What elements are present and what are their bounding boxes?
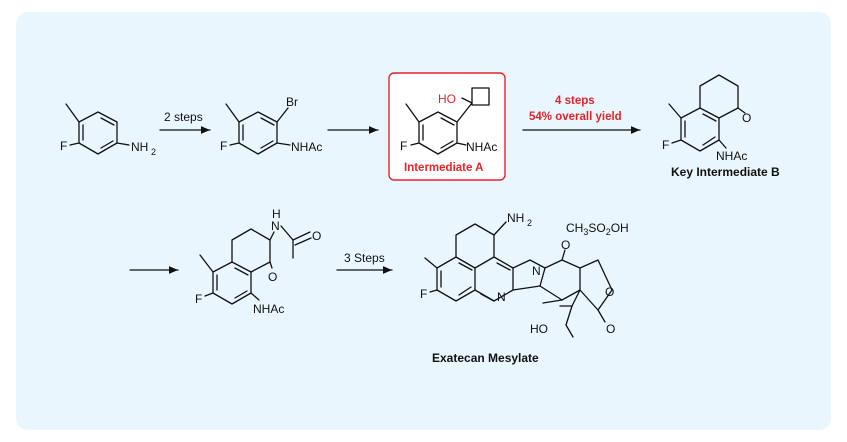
compound-2: F Br NHAc — [220, 95, 322, 155]
atom-f: F — [60, 139, 67, 153]
atom-o: O — [312, 229, 321, 243]
step-label-1: 2 steps — [164, 110, 203, 124]
label-key-intermediate-b: Key Intermediate B — [671, 165, 780, 179]
label-intermediate-a: Intermediate A — [404, 162, 483, 174]
atom-ho: HO — [438, 92, 456, 106]
atom-h: H — [272, 207, 281, 221]
atom-nhac: NHAc — [716, 149, 747, 163]
atom-ho: HO — [530, 322, 548, 336]
exatecan-mesylate: NH 2 F N N O O O HO CH3SO2OH Exatecan Me… — [420, 211, 629, 365]
svg-text:2: 2 — [527, 218, 532, 228]
atom-nh2: NH — [131, 140, 148, 154]
highlight-box — [388, 72, 506, 181]
step-label-3: 3 Steps — [344, 251, 385, 265]
atom-f: F — [195, 292, 202, 306]
atom-n: N — [271, 219, 280, 233]
mesylate-formula: CH3SO2OH — [566, 221, 629, 237]
intermediate-a: HO F NHAc Intermediate A — [388, 72, 506, 181]
atom-nhac: NHAc — [253, 302, 284, 316]
atom-o: O — [268, 270, 277, 284]
compound-5: O N H O F NHAc — [195, 207, 321, 316]
atom-n: N — [497, 290, 506, 304]
atom-nhac: NHAc — [466, 140, 497, 154]
atom-f: F — [400, 139, 407, 153]
key-intermediate-b: O F NHAc Key Intermediate B — [662, 74, 780, 179]
step-label-2a: 4 steps — [555, 95, 595, 107]
compound-1: F NH 2 — [60, 103, 156, 157]
atom-f: F — [220, 139, 227, 153]
atom-nhac: NHAc — [291, 140, 322, 154]
label-exatecan-mesylate: Exatecan Mesylate — [432, 351, 539, 365]
atom-f: F — [662, 138, 669, 152]
atom-o: O — [561, 238, 570, 252]
atom-o: O — [605, 285, 614, 299]
atom-f: F — [420, 287, 427, 301]
step-label-2b: 54% overall yield — [529, 111, 622, 123]
atom-o: O — [742, 111, 751, 125]
atom-nh2: NH — [507, 211, 524, 225]
svg-text:2: 2 — [151, 147, 156, 157]
atom-o: O — [606, 322, 615, 336]
atom-n: N — [532, 264, 541, 278]
atom-br: Br — [286, 95, 298, 109]
